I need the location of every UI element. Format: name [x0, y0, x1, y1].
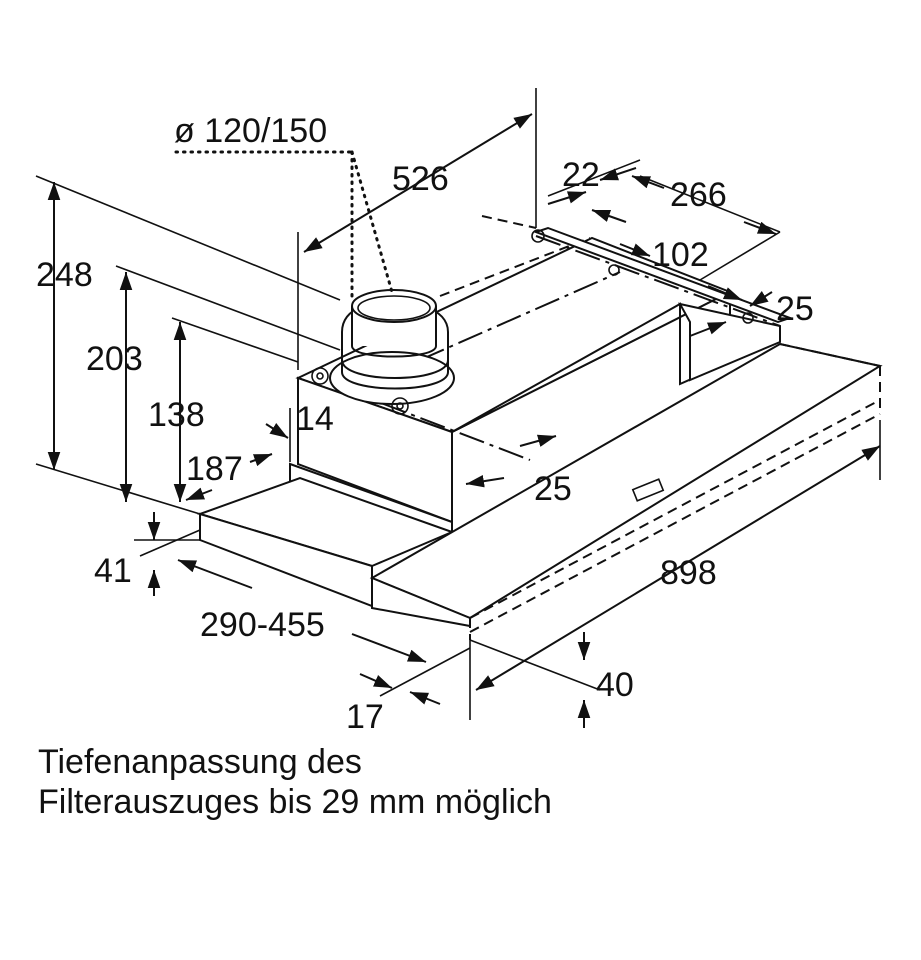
- dim-203: 203: [86, 340, 143, 378]
- dim-25-top: 25: [776, 290, 814, 328]
- dim-898: 898: [660, 554, 717, 592]
- dim-290-455: 290-455: [200, 606, 325, 644]
- dim-40: 40: [596, 666, 634, 704]
- dim-526: 526: [392, 160, 449, 198]
- depth-adjustment-note: Tiefenanpassung des Filterauszuges bis 2…: [38, 742, 552, 822]
- dim-14: 14: [296, 400, 334, 438]
- dim-17: 17: [346, 698, 384, 736]
- duct-collar: [311, 289, 455, 415]
- dim-248: 248: [36, 256, 93, 294]
- dimension-lines: [35, 88, 881, 728]
- dim-138: 138: [148, 396, 205, 434]
- dim-41: 41: [94, 552, 132, 590]
- dim-22: 22: [562, 156, 600, 194]
- dim-duct-diameter: ø 120/150: [174, 112, 327, 150]
- dim-25-front: 25: [534, 470, 572, 508]
- note-line-2: Filterauszuges bis 29 mm möglich: [38, 783, 552, 821]
- dim-187: 187: [186, 450, 243, 488]
- dim-102: 102: [652, 236, 709, 274]
- note-line-1: Tiefenanpassung des: [38, 743, 362, 781]
- dim-266: 266: [670, 176, 727, 214]
